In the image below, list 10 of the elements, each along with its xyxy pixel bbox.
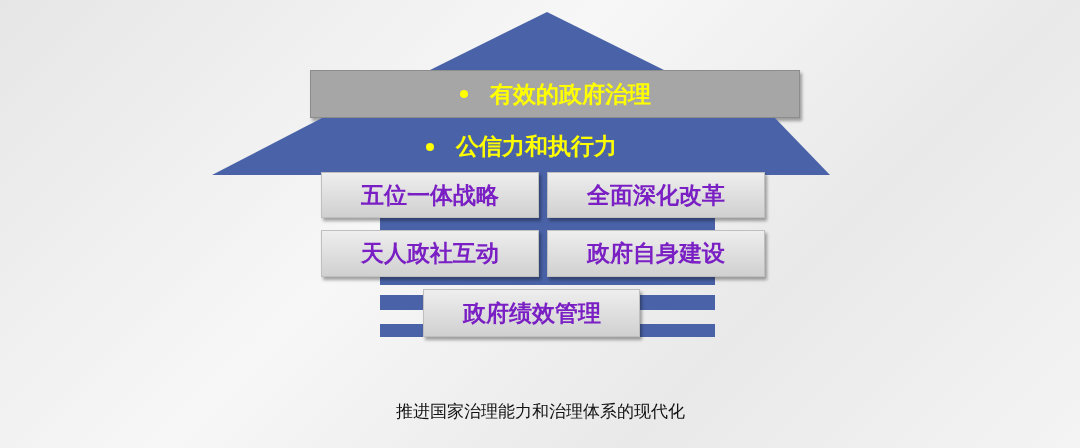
label-box: 天人政社互动: [321, 230, 539, 277]
roof-band: [310, 70, 800, 118]
label-box: 政府绩效管理: [423, 289, 640, 337]
bullet-text: 公信力和执行力: [455, 132, 617, 161]
label-box: 政府自身建设: [547, 230, 765, 277]
caption: 推进国家治理能力和治理体系的现代化: [394, 400, 686, 423]
label-box: 五位一体战略: [321, 172, 539, 218]
bullet-text: 有效的政府治理: [489, 79, 651, 109]
roof-trapezoid: [212, 118, 830, 175]
label-box: 全面深化改革: [547, 172, 765, 218]
